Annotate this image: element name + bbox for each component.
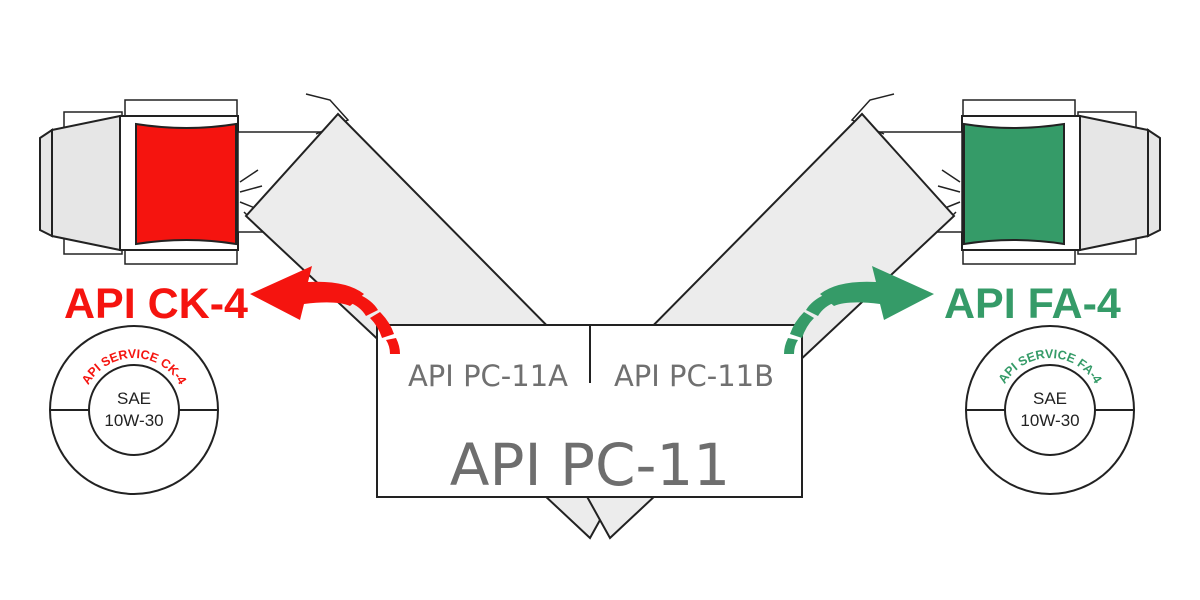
pc11-box: API PC-11A API PC-11B API PC-11 [376, 324, 803, 499]
fa4-donut-sae: SAE [1033, 389, 1067, 408]
ck4-label: API CK-4 [64, 280, 248, 328]
ck4-donut-grade: 10W-30 [104, 411, 163, 430]
fa4-label: API FA-4 [944, 280, 1121, 328]
ck4-service-donut: API SERVICE CK-4 SAE 10W-30 [49, 325, 219, 495]
pc11b-label: API PC-11B [614, 359, 774, 393]
fa4-service-donut: API SERVICE FA-4 SAE 10W-30 [965, 325, 1135, 495]
curved-arrow-left-icon [250, 266, 400, 354]
left-engine-core [135, 122, 237, 246]
pc11a-label: API PC-11A [408, 359, 568, 393]
curved-arrow-right-icon [784, 266, 934, 354]
ck4-donut-sae: SAE [117, 389, 151, 408]
fa4-donut-grade: 10W-30 [1020, 411, 1079, 430]
pc11-main-label: API PC-11 [450, 431, 730, 499]
right-engine-core [963, 122, 1065, 246]
right-engine-icon [850, 93, 1161, 265]
